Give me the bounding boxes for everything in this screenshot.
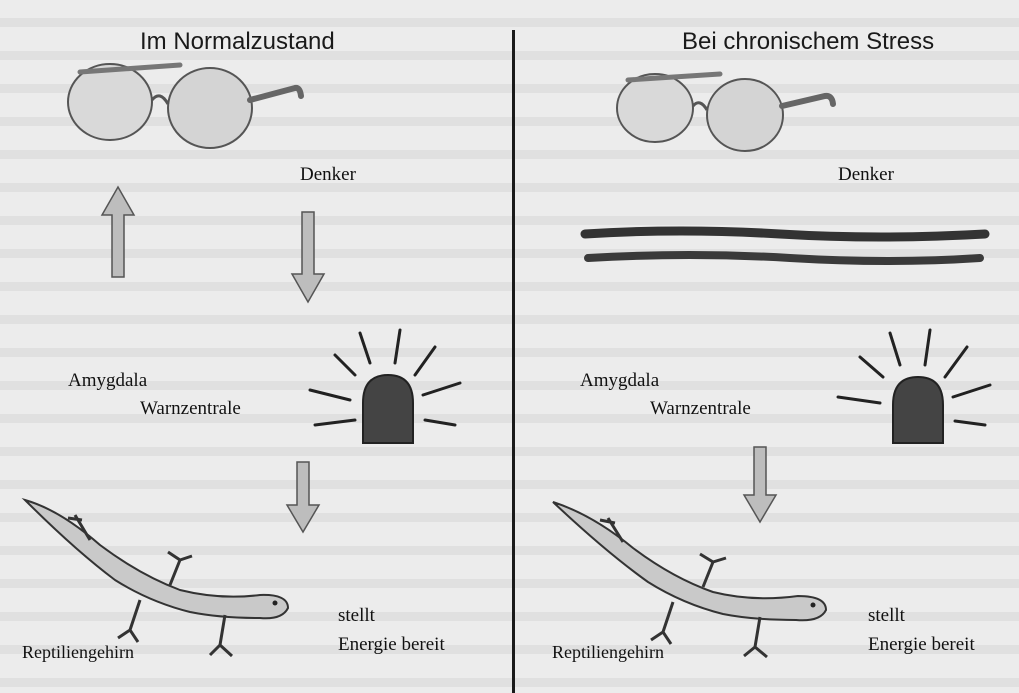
glasses-icon (60, 60, 310, 180)
glasses-icon (610, 70, 860, 180)
right-energy-label-2: Energie bereit (868, 634, 975, 656)
right-reptile-label: Reptiliengehirn (552, 642, 664, 663)
left-reptile-label: Reptiliengehirn (22, 642, 134, 663)
left-energy-label-1: stellt (338, 605, 375, 627)
alarm-light-icon (305, 325, 465, 455)
right-alarm-label: Warnzentrale (650, 398, 751, 420)
left-panel-title: Im Normalzustand (140, 28, 335, 56)
left-alarm-label: Warnzentrale (140, 398, 241, 420)
lizard-icon (20, 490, 300, 660)
right-panel-title: Bei chronischem Stress (682, 28, 934, 56)
right-amygdala-label: Amygdala (580, 370, 659, 392)
panel-divider (512, 30, 515, 693)
blocked-barrier-icon (580, 222, 990, 272)
right-thinker-label: Denker (838, 164, 894, 186)
arrow-up-icon (100, 185, 136, 280)
arrow-down-icon (290, 210, 326, 305)
left-thinker-label: Denker (300, 164, 356, 186)
left-amygdala-label: Amygdala (68, 370, 147, 392)
alarm-light-icon (835, 325, 995, 455)
right-energy-label-1: stellt (868, 605, 905, 627)
left-energy-label-2: Energie bereit (338, 634, 445, 656)
lizard-icon (548, 490, 838, 660)
